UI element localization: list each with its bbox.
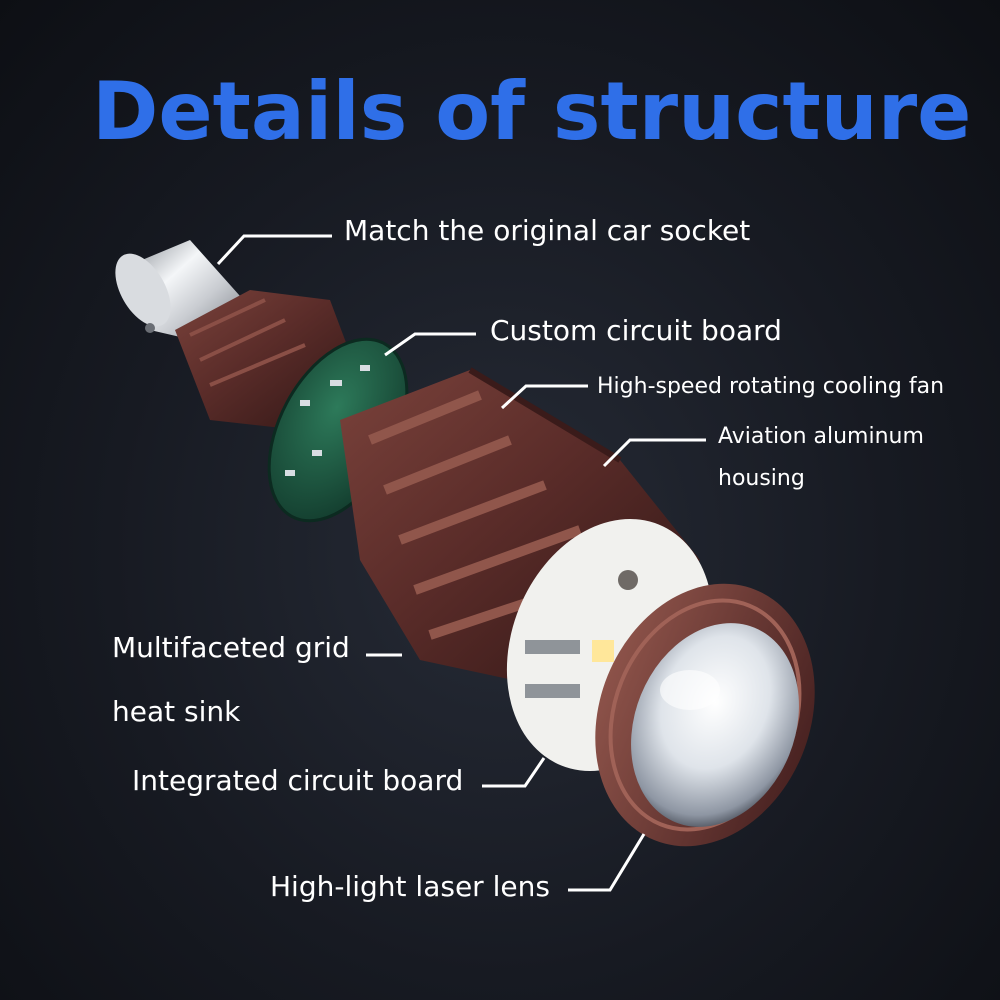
label-integrated-circuit-board: Integrated circuit board <box>132 764 464 797</box>
label-heat-sink: Multifaceted grid heat sink <box>112 616 350 744</box>
label-cooling-fan: High-speed rotating cooling fan <box>597 374 945 399</box>
label-heat-sink-line1: Multifaceted grid <box>112 631 350 664</box>
page-title: Details of structure <box>92 65 972 158</box>
leader-socket <box>216 234 332 266</box>
label-housing-line2: housing <box>718 466 805 491</box>
leader-integrated-board <box>482 757 546 788</box>
label-custom-circuit-board: Custom circuit board <box>490 314 782 347</box>
label-socket: Match the original car socket <box>344 214 751 247</box>
leader-lines <box>216 234 706 892</box>
lens-housing <box>595 583 815 847</box>
leader-fan <box>500 384 588 410</box>
leader-lens <box>568 833 646 892</box>
label-laser-lens: High-light laser lens <box>270 870 550 903</box>
leader-custom-board <box>384 332 476 357</box>
leader-housing <box>602 438 706 468</box>
label-heat-sink-line2: heat sink <box>112 695 241 728</box>
label-housing: Aviation aluminum housing <box>718 416 924 500</box>
label-housing-line1: Aviation aluminum <box>718 424 924 449</box>
